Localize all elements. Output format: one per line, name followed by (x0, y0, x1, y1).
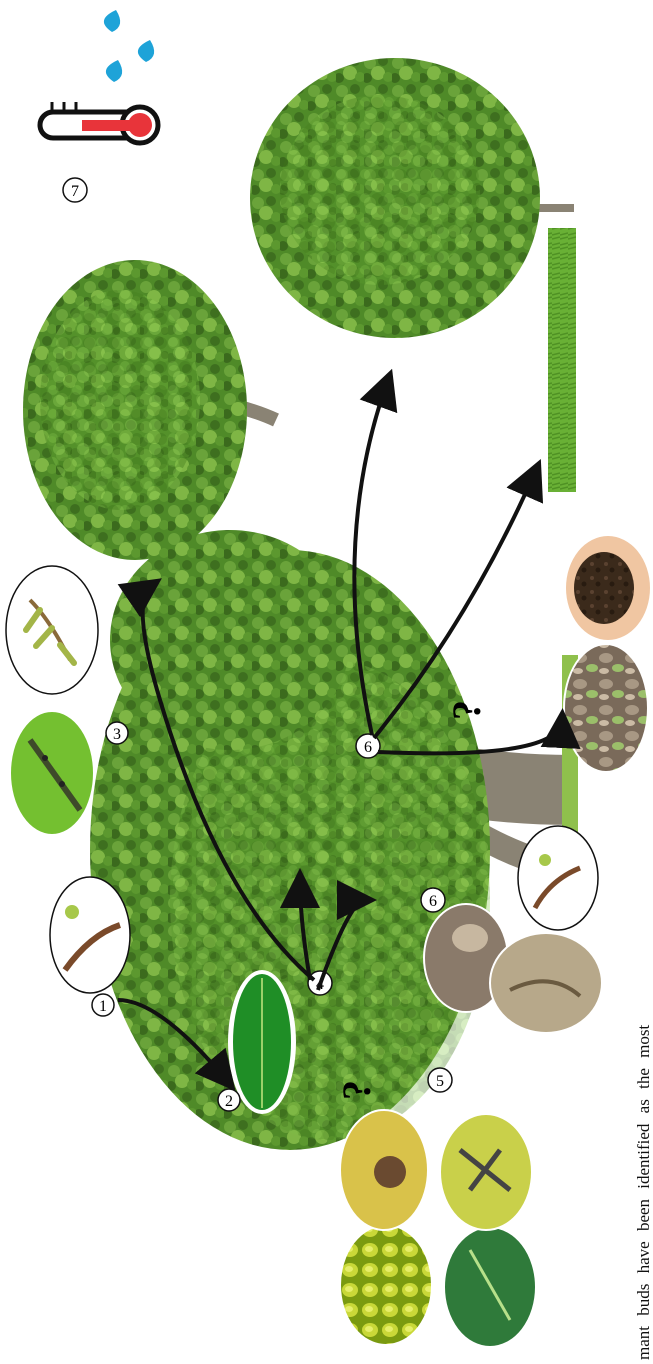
tree-top-right (250, 58, 576, 492)
svg-text:?: ? (444, 700, 489, 720)
tree-center (90, 530, 578, 1150)
marker-1: 1 (92, 994, 114, 1016)
svg-text:5: 5 (436, 1073, 444, 1090)
water-drop-icon (104, 10, 154, 82)
pruning-photo (440, 1114, 532, 1230)
caption-text: mant buds have been identified as the mo… (627, 0, 653, 1364)
bud-icon-lower (518, 826, 598, 930)
svg-text:6: 6 (429, 893, 437, 910)
svg-text:6: 6 (364, 739, 372, 756)
marker-2: 2 (218, 1089, 240, 1111)
leaf-icon (228, 970, 296, 1114)
grass-icon (548, 228, 576, 492)
tree-top-left (23, 260, 276, 560)
catkin-icon (6, 566, 98, 694)
question-mark-left: ? (334, 1080, 379, 1100)
leaf-pest-photo (10, 711, 94, 835)
marker-5: 6 (421, 888, 445, 912)
canker-photo (340, 1110, 428, 1230)
svg-text:2: 2 (225, 1093, 233, 1110)
bark-photo (490, 933, 602, 1033)
marker-7: 7 (63, 178, 87, 202)
marker-4: 5 (428, 1068, 452, 1092)
leaf-underside-photo (444, 1227, 536, 1347)
svg-text:1: 1 (99, 998, 107, 1015)
marker-3-top: 3 (106, 722, 128, 744)
leaf-cells-photo (340, 1225, 432, 1345)
question-mark-right: ? (444, 700, 489, 720)
bud-icon (50, 877, 130, 993)
svg-text:3: 3 (113, 726, 121, 743)
svg-text:7: 7 (71, 183, 79, 200)
svg-text:?: ? (334, 1080, 379, 1100)
thermometer-icon (40, 102, 158, 143)
